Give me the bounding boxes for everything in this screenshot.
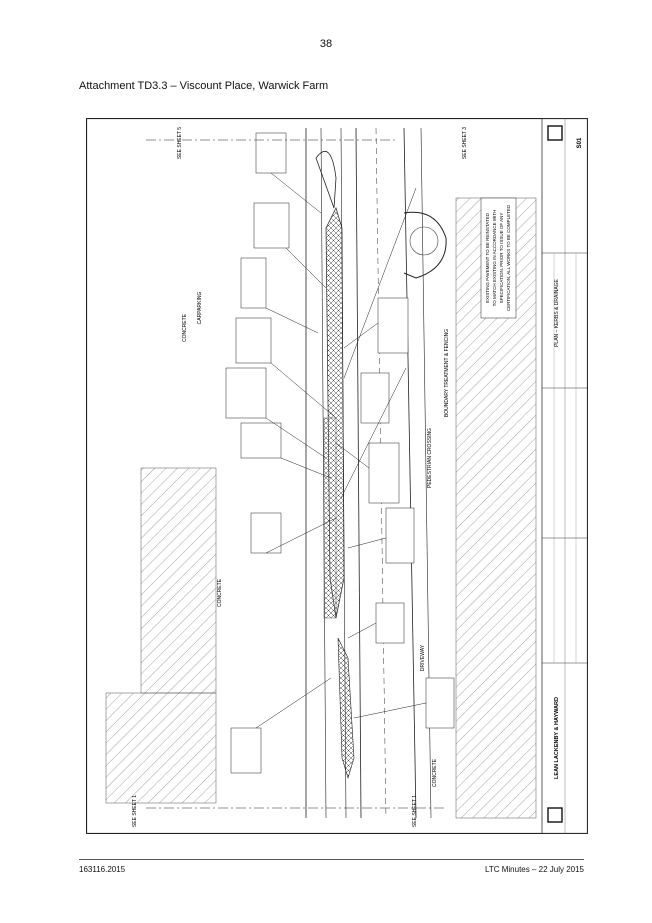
drawing-svg: SEE SHEET 5 SEE SHEET 3 SEE SHEET 1 SEE … — [85, 117, 589, 835]
label-sheet-no: S01 — [577, 137, 583, 148]
footer-reference: 163116.2015 — [79, 865, 126, 874]
label-notice-4: CERTIFICATION, ALL WORKS TO BE COMPLETED — [506, 204, 511, 311]
label-concrete-lower: CONCRETE — [432, 758, 438, 787]
label-see-sheet-top-right: SEE SHEET 3 — [462, 127, 468, 159]
attachment-title: Attachment TD3.3 – Viscount Place, Warwi… — [79, 80, 329, 92]
label-see-sheet-bottom-left: SEE SHEET 1 — [132, 795, 138, 827]
footer-minutes: LTC Minutes – 22 July 2015 — [484, 865, 584, 874]
label-company: LEAN LACKENBY & HAYWARD — [554, 697, 560, 779]
title-block — [541, 118, 588, 834]
label-plan-title: PLAN – KERBS & DRAINAGE — [554, 278, 560, 346]
label-see-sheet-top-left: SEE SHEET 5 — [177, 127, 183, 159]
label-boundary-note: BOUNDARY TREATMENT & FENCING — [444, 329, 450, 417]
label-driveway: DRIVEWAY — [420, 644, 426, 671]
label-concrete-mid: CONCRETE — [217, 578, 223, 607]
label-notice-2: TO MATCH EXISTING IN ACCORDANCE WITH — [492, 210, 497, 307]
company-logo-top — [547, 125, 563, 141]
label-concrete-upper: CONCRETE — [182, 313, 188, 342]
footer-rule — [79, 859, 584, 860]
label-carparking: CARPARKING — [197, 292, 203, 325]
label-pedestrian-crossing: PEDESTRIAN CROSSING — [427, 428, 433, 488]
label-notice-1: EXISTING PAVEMENT TO BE REINSTATED — [485, 212, 490, 303]
company-logo-bottom — [547, 807, 563, 823]
engineering-drawing: SEE SHEET 5 SEE SHEET 3 SEE SHEET 1 SEE … — [85, 117, 589, 835]
label-notice-3: SPECIFICATION. PRIOR TO ISSUE OF ANY — [499, 213, 504, 304]
label-see-sheet-bottom-right: SEE SHEET 1 — [412, 795, 418, 827]
page-number: 38 — [319, 38, 333, 50]
